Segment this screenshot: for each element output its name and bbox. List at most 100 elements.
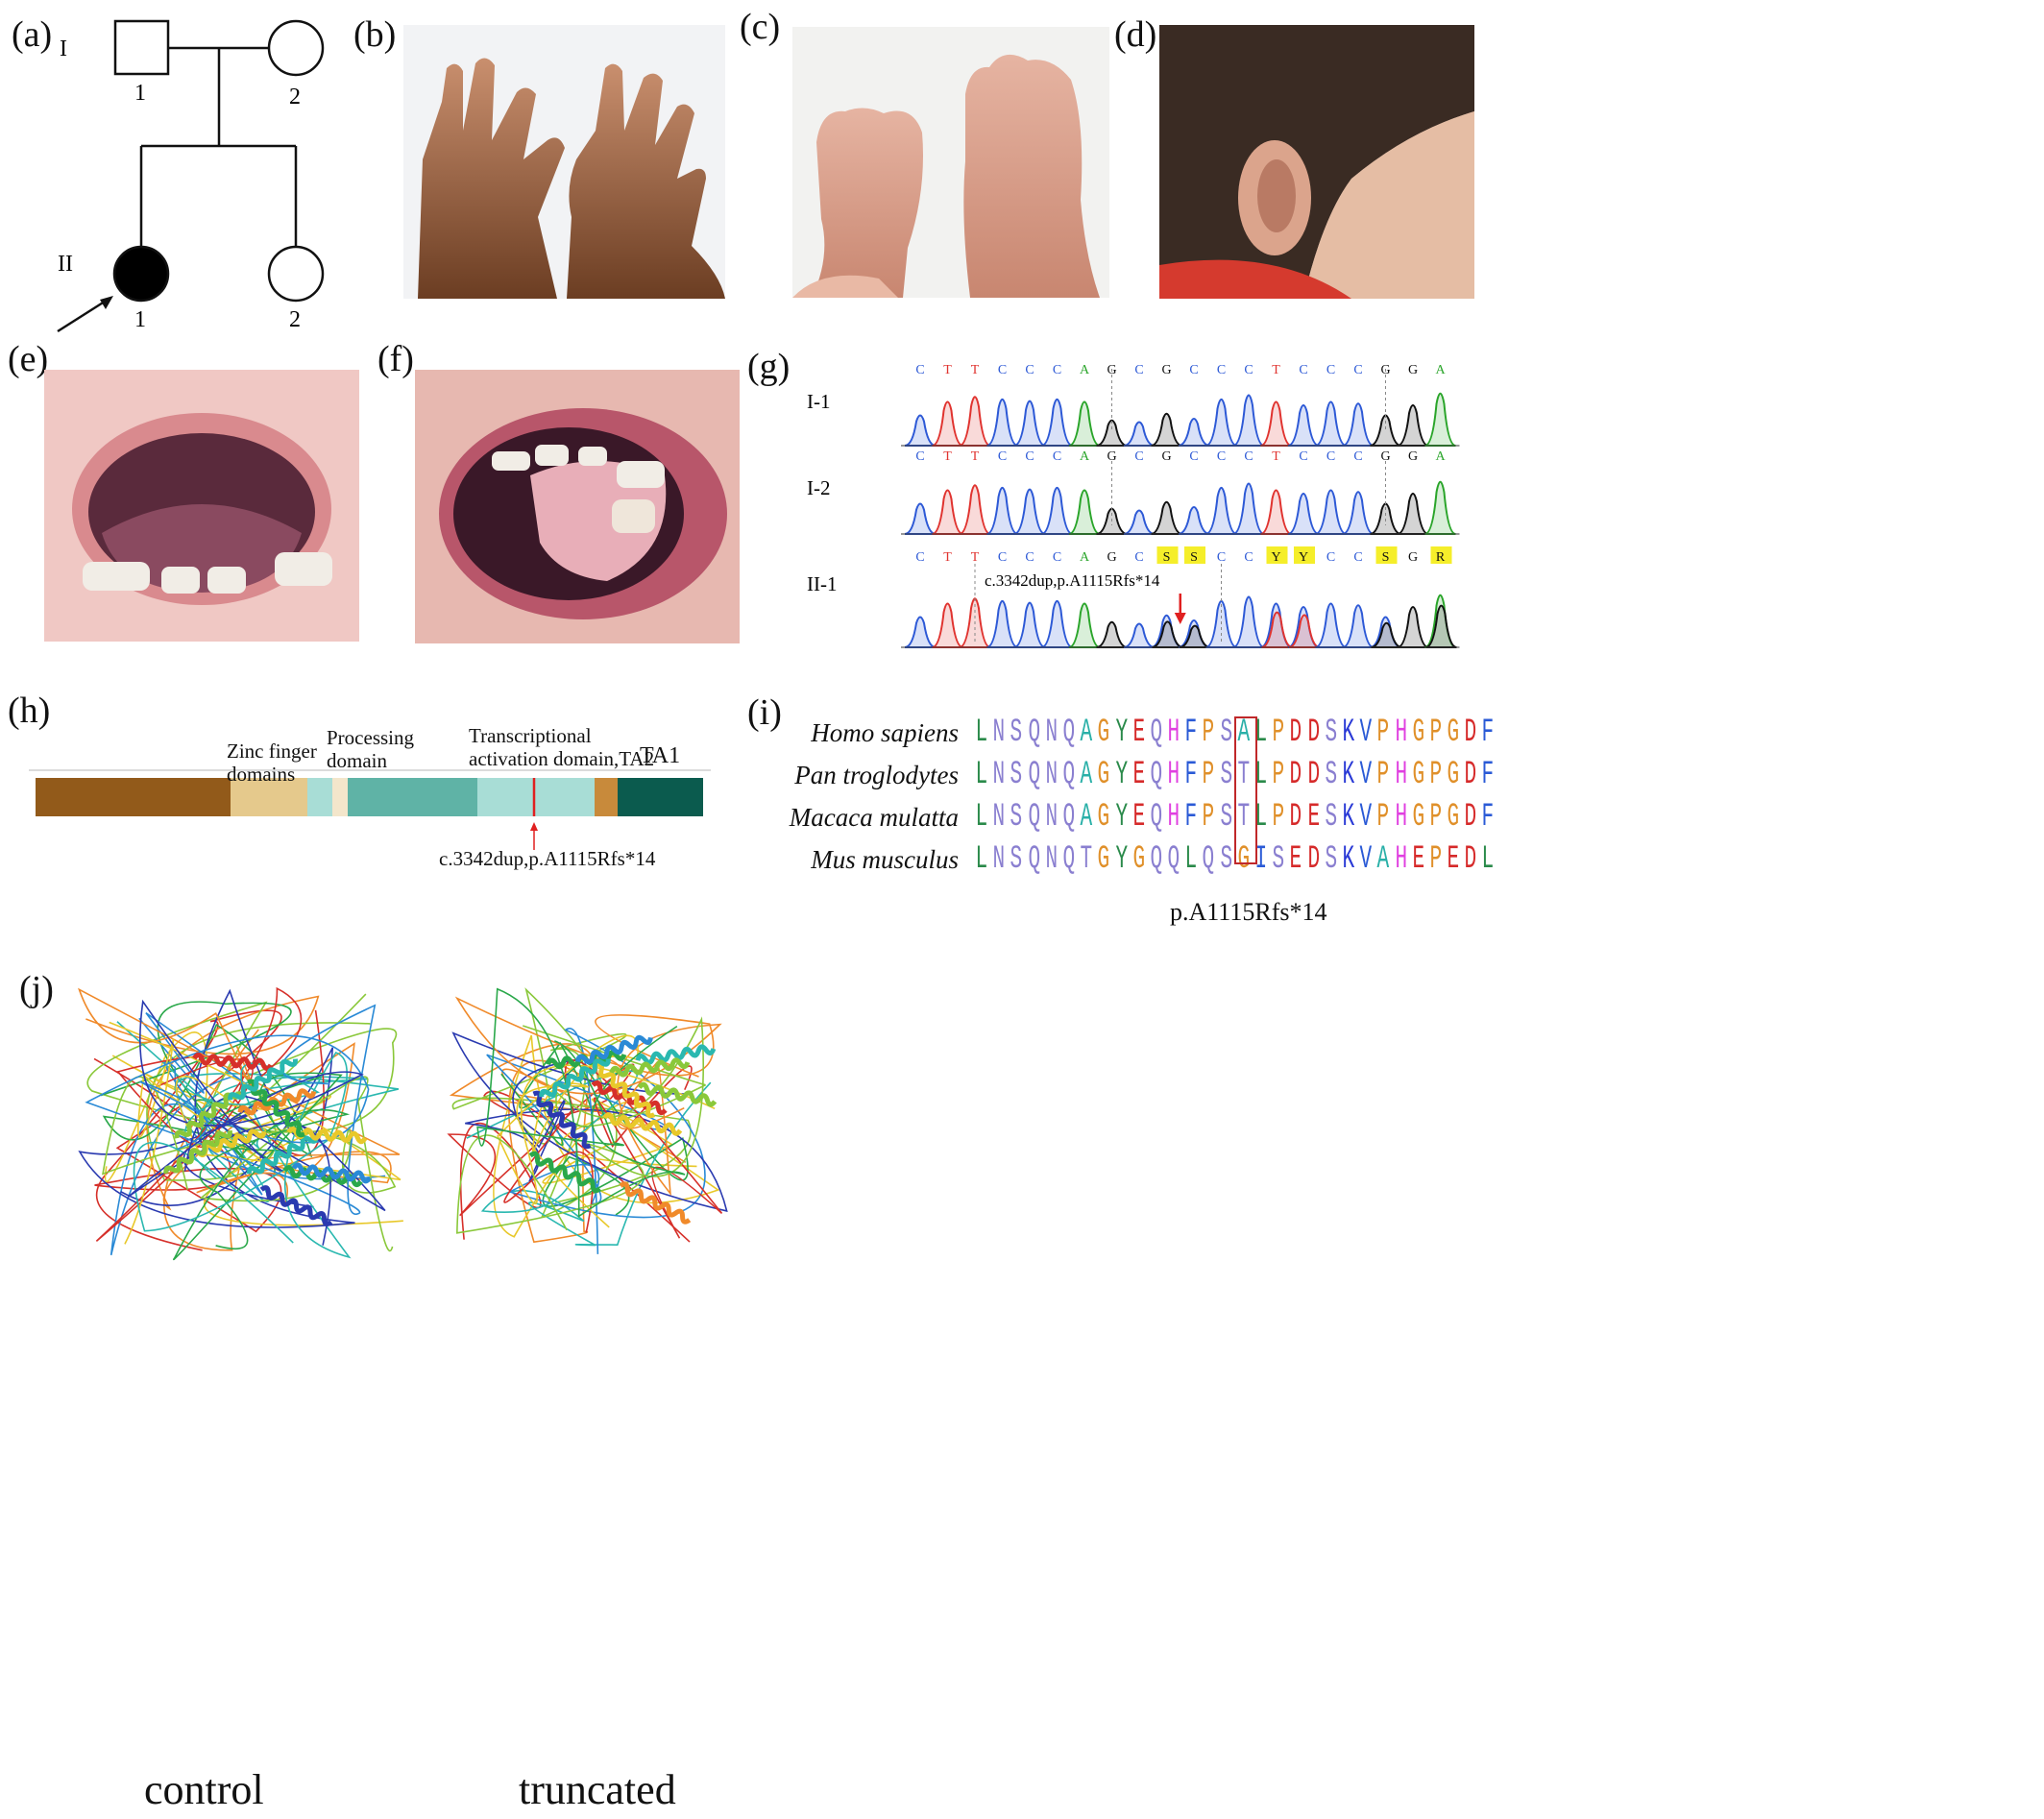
backbone-trace <box>451 1031 728 1212</box>
base-call: S <box>1190 550 1198 565</box>
mouth-front-photo <box>44 370 359 642</box>
residue: D <box>1464 757 1477 793</box>
domain-processing-gap <box>332 778 348 816</box>
base-call: G <box>1408 363 1418 377</box>
residue: Q <box>1202 841 1215 878</box>
base-call: C <box>1053 363 1061 377</box>
chromatogram-peak <box>1397 606 1429 648</box>
base-call: C <box>1134 449 1143 464</box>
base-call: C <box>1217 550 1226 565</box>
individual-II1-number: 1 <box>134 307 146 332</box>
residue: N <box>992 715 1006 751</box>
base-call: C <box>915 363 924 377</box>
base-call: C <box>1353 363 1362 377</box>
chromatogram-peak <box>1041 599 1073 648</box>
species-name: Mus musculus <box>811 845 959 874</box>
chromatogram-peak <box>986 486 1018 535</box>
ambiguous-base-highlight <box>1430 546 1452 564</box>
residue: P <box>1202 757 1215 793</box>
residue: L <box>1254 757 1268 793</box>
base-call: C <box>1244 550 1253 565</box>
individual-II2-number: 2 <box>289 307 301 332</box>
residue: F <box>1481 715 1495 751</box>
chromatogram-peak <box>1260 400 1292 447</box>
residue: A <box>1237 715 1250 751</box>
chromatogram-peak <box>1041 486 1073 535</box>
chromatogram-peak <box>1041 398 1073 447</box>
residue: Q <box>1150 841 1162 878</box>
panel-label-g: (g) <box>747 347 791 387</box>
chromatogram-peak <box>1371 621 1402 648</box>
base-call: C <box>1244 449 1253 464</box>
generation-I: I <box>60 36 67 61</box>
backbone-trace <box>110 1011 386 1256</box>
species-name: Pan troglodytes <box>794 761 959 789</box>
control-structure-image <box>58 960 423 1287</box>
residue: N <box>1045 715 1058 751</box>
feet-photo <box>792 27 1109 298</box>
panel-label-h: (h) <box>8 691 51 731</box>
chromatogram-peak <box>1232 595 1265 648</box>
pedigree-male-I1 <box>113 19 170 76</box>
chromatogram-peak <box>1424 392 1456 447</box>
residue: Y <box>1114 841 1128 878</box>
residue: A <box>1080 799 1093 836</box>
pedigree-female-II2 <box>267 245 325 303</box>
base-call: T <box>971 363 980 377</box>
residue: N <box>992 841 1006 878</box>
chromatogram-peak <box>1397 493 1429 535</box>
backbone-trace <box>133 1052 352 1259</box>
residue: V <box>1359 757 1373 793</box>
residue: Q <box>1062 715 1076 751</box>
helix <box>635 1044 717 1065</box>
helix <box>539 1058 611 1098</box>
residue: D <box>1289 757 1302 793</box>
backbone-trace <box>100 1001 313 1178</box>
base-call: C <box>1353 449 1362 464</box>
residue: D <box>1289 799 1302 836</box>
residue: Q <box>1028 757 1040 793</box>
base-call: A <box>1080 363 1090 377</box>
domain-orange-segment <box>595 778 618 816</box>
panel-label-b: (b) <box>353 14 397 55</box>
chromatogram-peak <box>1013 601 1046 648</box>
panel-label-c: (c) <box>740 7 781 47</box>
residue: S <box>1220 799 1232 836</box>
residue: D <box>1289 715 1302 751</box>
chromatogram-mutation-label: c.3342dup,p.A1115Rfs*14 <box>985 571 1160 590</box>
residue: V <box>1359 841 1373 878</box>
residue: G <box>1412 799 1424 836</box>
base-call: S <box>1163 550 1171 565</box>
chromatogram-peak <box>932 489 963 535</box>
chromatogram-peak <box>1013 488 1046 535</box>
residue: G <box>1097 757 1110 793</box>
chromatogram-peak <box>1342 491 1375 535</box>
chromatogram-peak <box>1096 620 1128 648</box>
backbone-trace <box>503 1059 723 1239</box>
base-call: C <box>1189 449 1198 464</box>
residue: D <box>1307 841 1320 878</box>
residue: F <box>1184 757 1198 793</box>
individual-I2-number: 2 <box>289 85 301 109</box>
species-name: Macaca mulatta <box>789 803 959 832</box>
residue: H <box>1167 757 1180 793</box>
residue: E <box>1289 841 1302 878</box>
base-call: S <box>1382 550 1390 565</box>
chromatogram-peak <box>1315 489 1347 535</box>
residue: N <box>1045 757 1058 793</box>
residue: H <box>1167 799 1180 836</box>
residue: F <box>1184 799 1198 836</box>
backbone-trace <box>78 987 401 1202</box>
panel-label-a: (a) <box>12 14 53 55</box>
base-call: T <box>1272 449 1280 464</box>
residue: L <box>975 841 988 878</box>
residue: E <box>1307 799 1320 836</box>
base-call: C <box>915 550 924 565</box>
chromatogram-peak <box>1424 480 1456 535</box>
domain-nterm-brown <box>36 778 231 816</box>
residue: G <box>1447 799 1460 836</box>
base-call: T <box>943 449 952 464</box>
residue: D <box>1464 715 1477 751</box>
